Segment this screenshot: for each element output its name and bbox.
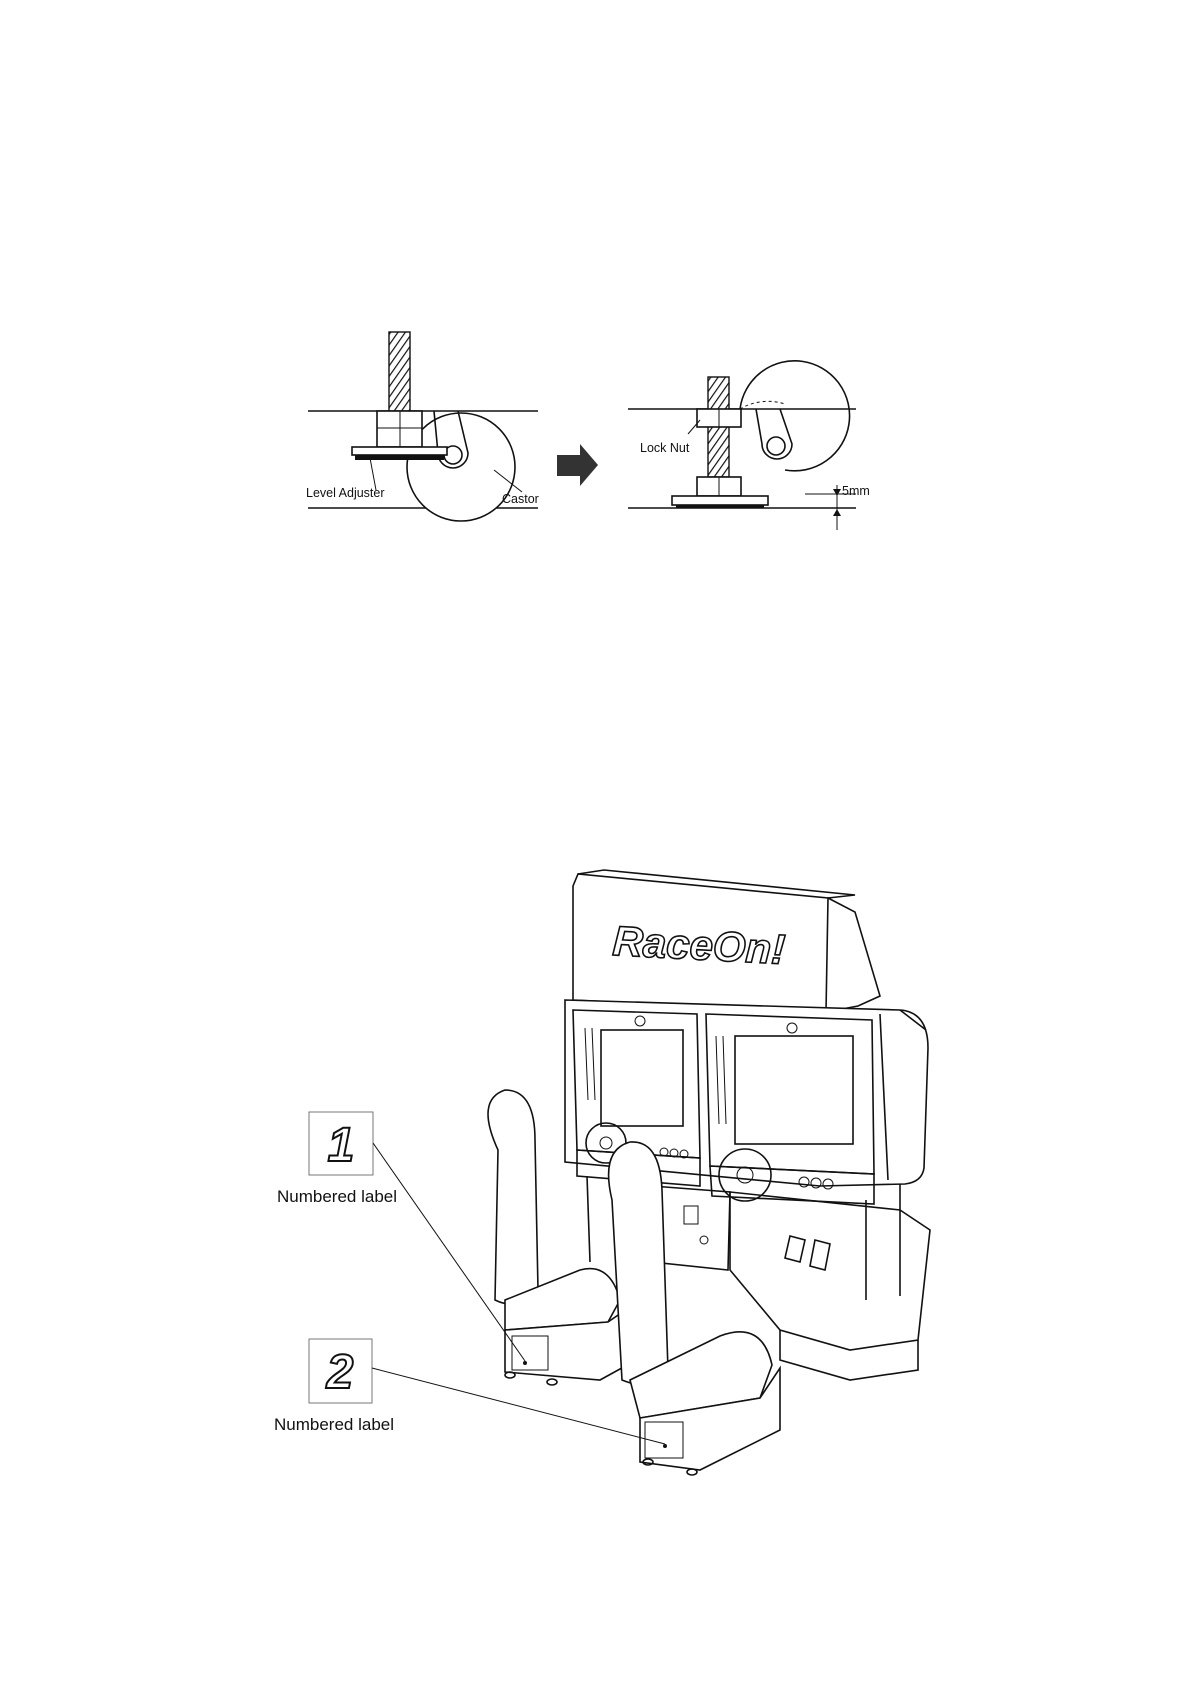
gap-label: 5mm (842, 484, 870, 498)
adjuster-foot (672, 496, 768, 505)
seat-1-back (488, 1090, 538, 1304)
adjuster-after-diagram: Lock Nut 5mm (628, 361, 870, 530)
lock-nut-label: Lock Nut (640, 441, 690, 455)
level-adjuster-label: Level Adjuster (306, 486, 385, 500)
numbered-label-1-caption: Numbered label (277, 1187, 397, 1206)
adjuster-before-diagram: Level Adjuster Castor (306, 332, 539, 521)
castor-bracket (756, 409, 792, 459)
adjuster-bolt (389, 332, 410, 411)
numbered-label-1-number: 1 (328, 1119, 355, 1172)
castor-axle (767, 437, 785, 455)
marquee-logo: RaceOn! (612, 917, 787, 973)
cabinet-illustration: RaceOn! (488, 870, 930, 1475)
brake-pedal (785, 1236, 805, 1262)
coin-slot (684, 1206, 698, 1224)
arrow-icon (557, 444, 598, 486)
castor-label: Castor (502, 492, 539, 506)
numbered-label-2-caption: Numbered label (274, 1415, 394, 1434)
adjuster-foot (352, 447, 447, 455)
castor-wheel (407, 413, 515, 521)
numbered-label-1-callout: 1 Numbered label (277, 1112, 525, 1361)
numbered-label-2-number: 2 (326, 1346, 354, 1399)
adjuster-foot-pad (355, 455, 444, 460)
accelerator-pedal (810, 1240, 830, 1270)
numbered-label-2-leader (372, 1368, 665, 1444)
